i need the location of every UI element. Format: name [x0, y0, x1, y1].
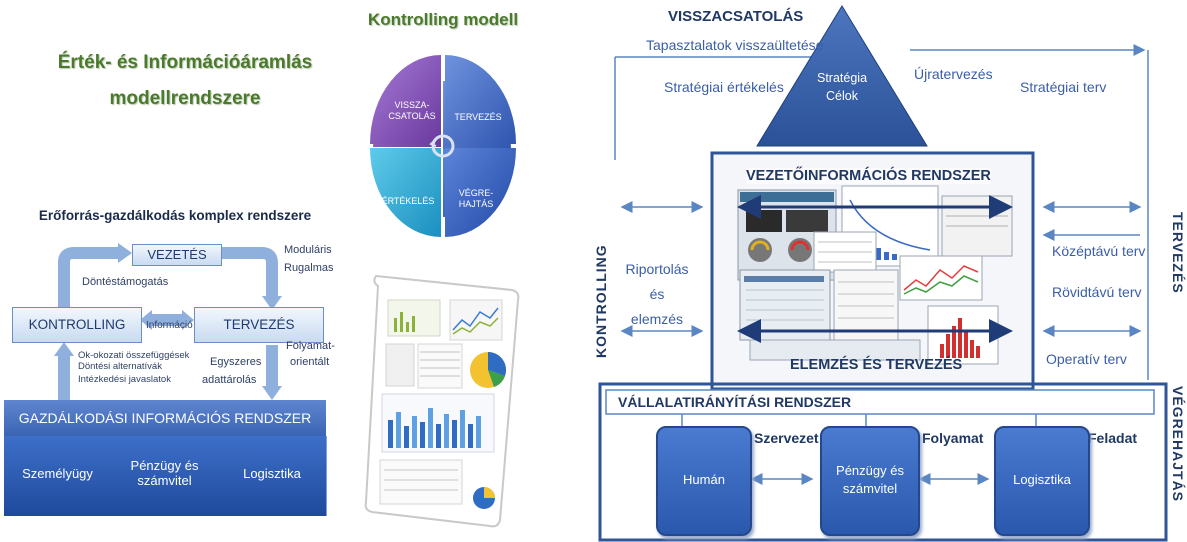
gir-label: GAZDÁLKODÁSI INFORMÁCIÓS RENDSZER: [18, 410, 312, 426]
module-szemelyugy-label: Személyügy: [22, 466, 93, 481]
left-title-line1: Érték- és Információáramlás: [57, 52, 313, 73]
ok-okozati-label: Ok-okozati összefüggések: [78, 350, 190, 361]
penzugy-szamvitel-box: Pénzügy és számvitel: [820, 426, 920, 536]
vir-label: VEZETŐINFORMÁCIÓS RENDSZER: [746, 168, 991, 184]
module-penzugy-label: Pénzügy és számvitel: [130, 458, 199, 488]
feladat-label: Feladat: [1088, 430, 1138, 446]
es-label: és: [649, 286, 665, 302]
intezkedesi-label: Intézkedési javaslatok: [78, 374, 171, 385]
human-box: Humán: [656, 426, 752, 536]
var-header-bar: [605, 389, 1155, 415]
adattarolas-label: adattárolás: [202, 374, 257, 386]
strategiai-terv-label: Stratégiai terv: [1020, 79, 1107, 95]
human-label: Humán: [683, 472, 725, 487]
middle-title: Kontrolling modell: [367, 10, 519, 29]
elemzes-label: elemzés: [630, 311, 684, 327]
dontestamogatas-label: Döntéstámogatás: [82, 276, 169, 288]
module-szemelyugy: Személyügy: [4, 436, 112, 516]
szervezet-label: Szervezet: [754, 430, 819, 446]
penzugy-szamvitel-label: Pénzügy és számvitel: [836, 463, 904, 496]
gir-bar: GAZDÁLKODÁSI INFORMÁCIÓS RENDSZER: [4, 400, 326, 436]
logisztika-box: Logisztika: [994, 426, 1090, 536]
var-label: VÁLLALATIRÁNYÍTÁSI RENDSZER: [618, 394, 852, 410]
riportolas-label: Riportolás: [625, 261, 689, 277]
left-flow-arrows: [54, 243, 282, 400]
module-logisztika-label: Logisztika: [243, 466, 301, 481]
visszacsatolas-label: VISSZACSATOLÁS: [668, 8, 804, 25]
orientalt-label: orientált: [290, 356, 330, 368]
modularis-label: Moduláris: [284, 244, 332, 256]
tervezes-box: TERVEZÉS: [194, 307, 324, 343]
quadrant-tervezes: TERVEZÉS: [454, 112, 502, 122]
module-penzugy: Pénzügy és számvitel: [111, 436, 219, 516]
ujratervezes-label: Újratervezés: [914, 66, 993, 82]
operativ-terv-label: Operatív terv: [1046, 351, 1127, 367]
folyamat-label: Folyamat-: [286, 340, 335, 352]
rovidtavu-terv-label: Rövidtávú terv: [1052, 284, 1142, 300]
vir-screenshots-collage: [737, 185, 1013, 365]
kontrolling-box: KONTROLLING: [12, 307, 142, 343]
module-logisztika: Logisztika: [218, 436, 327, 516]
feedback-loop-lines: [614, 44, 1149, 380]
kontrolling-vertical: KONTROLLING: [593, 244, 609, 358]
side-double-arrows: [620, 201, 1142, 337]
celok-label: Célok: [826, 89, 858, 103]
kontrolling-cycle-shape: [370, 55, 516, 237]
strategia-label: Stratégia: [816, 71, 868, 85]
left-subtitle: Erőforrás-gazdálkodás komplex rendszere: [38, 208, 312, 223]
left-title-line2: modellrendszere: [109, 88, 261, 109]
logisztika-label: Logisztika: [1013, 472, 1071, 487]
vegrehajtas-vertical: VÉGREHAJTÁS: [1170, 386, 1186, 503]
kozeptavu-terv-label: Középtávú terv: [1052, 243, 1146, 259]
egyszeres-label: Egyszeres: [210, 356, 262, 368]
strategiai-ertekeles-label: Stratégiai értékelés: [664, 79, 784, 95]
quadrant-vegrehajtas: VÉGRE-HAJTÁS: [458, 188, 494, 209]
quadrant-ertekeles: ÉRTÉKELÉS: [381, 196, 435, 206]
tervezes-vertical: TERVEZÉS: [1170, 212, 1186, 294]
folyamat-label-right: Folyamat: [922, 430, 984, 446]
dontesi-alternativak-label: Döntési alternatívák: [78, 361, 162, 372]
strategy-triangle: [756, 5, 928, 147]
rugalmas-label: Rugalmas: [284, 262, 334, 274]
informacio-label: Információ: [146, 320, 193, 331]
var-frame: [598, 382, 1168, 542]
vezetes-box: VEZETÉS: [132, 244, 222, 266]
tapasztalatok-label: Tapasztalatok visszaültetése: [646, 37, 824, 53]
elemzes-tervezes-label: ELEMZÉS ÉS TERVEZÉS: [790, 357, 963, 373]
dashboard-thumbnail: [364, 274, 520, 528]
quadrant-visszacsatolas: VISSZA-CSATOLÁS: [388, 100, 436, 121]
